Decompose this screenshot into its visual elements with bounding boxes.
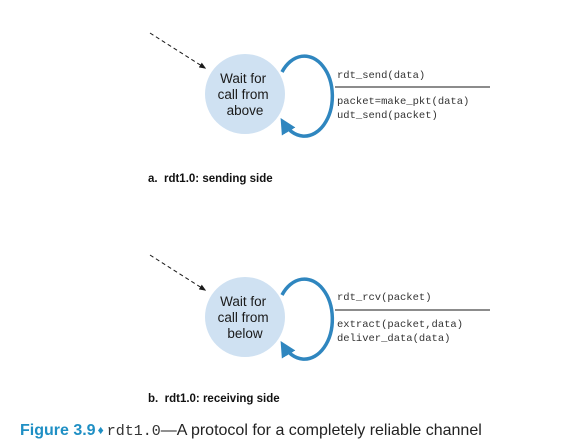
receiving-action-1: extract(packet,data) — [337, 319, 463, 331]
receiving-side-label: b. rdt1.0: receiving side — [148, 393, 280, 405]
receiving-initial-arrow — [149, 254, 207, 291]
sending-state-circle — [205, 54, 285, 134]
sending-side-label: a. rdt1.0: sending side — [148, 173, 273, 185]
receiving-event: rdt_rcv(packet) — [337, 292, 432, 304]
sending-action-1: packet=make_pkt(data) — [337, 96, 469, 108]
receiving-state-line-1: Wait for — [220, 294, 267, 309]
receiving-side-fsm: Wait for call from below rdt_rcv(packet)… — [148, 254, 490, 405]
sending-state-line-1: Wait for — [220, 71, 267, 86]
caption-code: rdt1.0 — [106, 423, 161, 440]
receiving-state-line-3: below — [227, 326, 263, 341]
receiving-self-loop-arrow — [280, 277, 335, 361]
receiving-action-2: deliver_data(data) — [337, 333, 450, 345]
sending-action-2: udt_send(packet) — [337, 110, 438, 122]
diamond-separator-icon: ♦ — [97, 423, 104, 437]
sending-initial-arrow — [149, 32, 207, 69]
receiving-state-line-2: call from — [218, 310, 269, 325]
sending-state-line-3: above — [227, 103, 264, 118]
receiving-state-circle — [205, 277, 285, 357]
sending-event: rdt_send(data) — [337, 70, 425, 82]
sending-side-fsm: Wait for call from above rdt_send(data) … — [148, 32, 490, 185]
sending-state-label: Wait for call from above — [218, 71, 273, 118]
sending-self-loop-arrow — [280, 54, 335, 138]
caption-text: —A protocol for a completely reliable ch… — [160, 422, 482, 439]
receiving-state-label: Wait for call from below — [218, 294, 273, 341]
figure-caption: Figure 3.9♦rdt1.0—A protocol for a compl… — [20, 422, 482, 440]
figure-number: Figure 3.9 — [20, 422, 96, 439]
sending-state-line-2: call from — [218, 87, 269, 102]
